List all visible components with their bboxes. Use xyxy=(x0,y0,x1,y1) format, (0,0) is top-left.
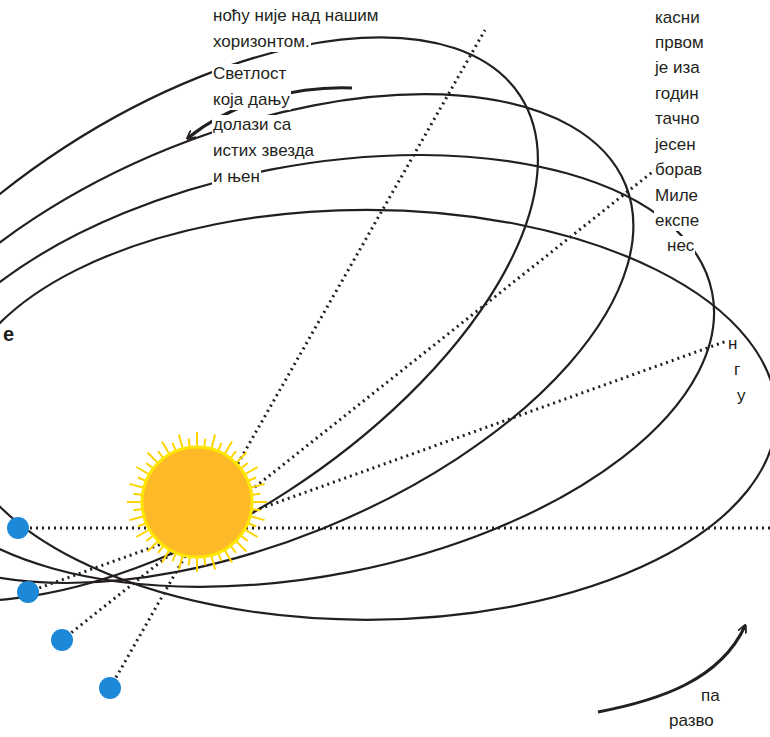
text-fragment: у xyxy=(736,386,747,406)
earth-dots xyxy=(7,517,121,699)
text-fragment: н xyxy=(727,334,738,354)
text-fragment: касни xyxy=(654,8,701,28)
text-fragment: експе xyxy=(654,211,700,231)
text-fragment: г xyxy=(733,360,741,380)
text-fragment: Миле xyxy=(654,186,699,206)
text-fragment: ноћу није над нашим xyxy=(212,6,380,26)
motion-arrow xyxy=(598,626,745,712)
text-fragment: долази са xyxy=(212,115,292,135)
text-fragment: хоризонтом. xyxy=(212,32,311,52)
text-fragment: разво xyxy=(668,711,715,731)
text-fragment: па xyxy=(700,686,721,706)
text-fragment: истих звезда xyxy=(212,141,315,161)
text-fragment: борав xyxy=(654,160,703,180)
orbit-ellipse xyxy=(0,210,770,620)
dotted-lines xyxy=(18,30,770,688)
text-fragment: тачно xyxy=(654,109,700,129)
text-fragment: првом xyxy=(654,33,705,53)
text-fragment: нес xyxy=(666,236,695,256)
orbit-ellipse xyxy=(0,0,632,714)
text-fragment: годин xyxy=(654,84,700,104)
sun xyxy=(127,432,267,572)
text-fragment: и њен xyxy=(212,167,261,187)
text-fragment: Светлост xyxy=(212,64,287,84)
text-fragment: јесен xyxy=(654,135,697,155)
text-fragment: је иза xyxy=(654,58,701,78)
text-fragment: која дању xyxy=(212,90,291,110)
orbit-ellipse xyxy=(0,91,751,650)
orbit-ellipses xyxy=(0,0,770,714)
text-fragment: е xyxy=(2,324,15,344)
orbit-ellipse xyxy=(0,0,702,682)
motion-arrow xyxy=(188,88,352,138)
